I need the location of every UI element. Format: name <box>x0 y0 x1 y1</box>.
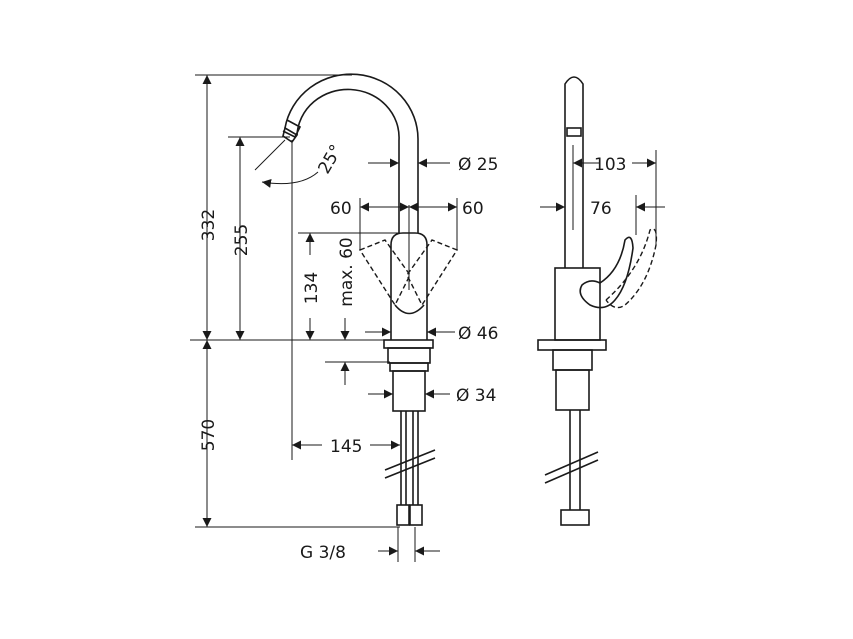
side-view-dimensions: 103 76 <box>540 145 665 245</box>
dim-max-60: max. 60 <box>337 237 357 306</box>
dim-shank-diameter: Ø 34 <box>456 386 496 406</box>
dim-76: 76 <box>590 199 612 219</box>
dim-145: 145 <box>330 437 362 457</box>
dim-lever-left: 60 <box>330 199 352 219</box>
front-view-faucet <box>282 73 459 526</box>
side-view-faucet <box>537 76 658 526</box>
dim-base-diameter: Ø 46 <box>458 324 498 344</box>
dim-connection: G 3/8 <box>300 543 346 563</box>
dim-134: 134 <box>302 272 322 304</box>
dim-332: 332 <box>199 209 219 241</box>
dim-570: 570 <box>199 419 219 451</box>
dim-spout-diameter: Ø 25 <box>458 155 498 175</box>
dim-25-degree: 25° <box>314 141 346 177</box>
front-view-dimensions: 332 255 570 134 max. 60 25° Ø 25 60 60 Ø… <box>190 74 498 563</box>
dim-lever-right: 60 <box>462 199 484 219</box>
dim-103: 103 <box>594 155 626 175</box>
dim-255: 255 <box>232 224 252 256</box>
